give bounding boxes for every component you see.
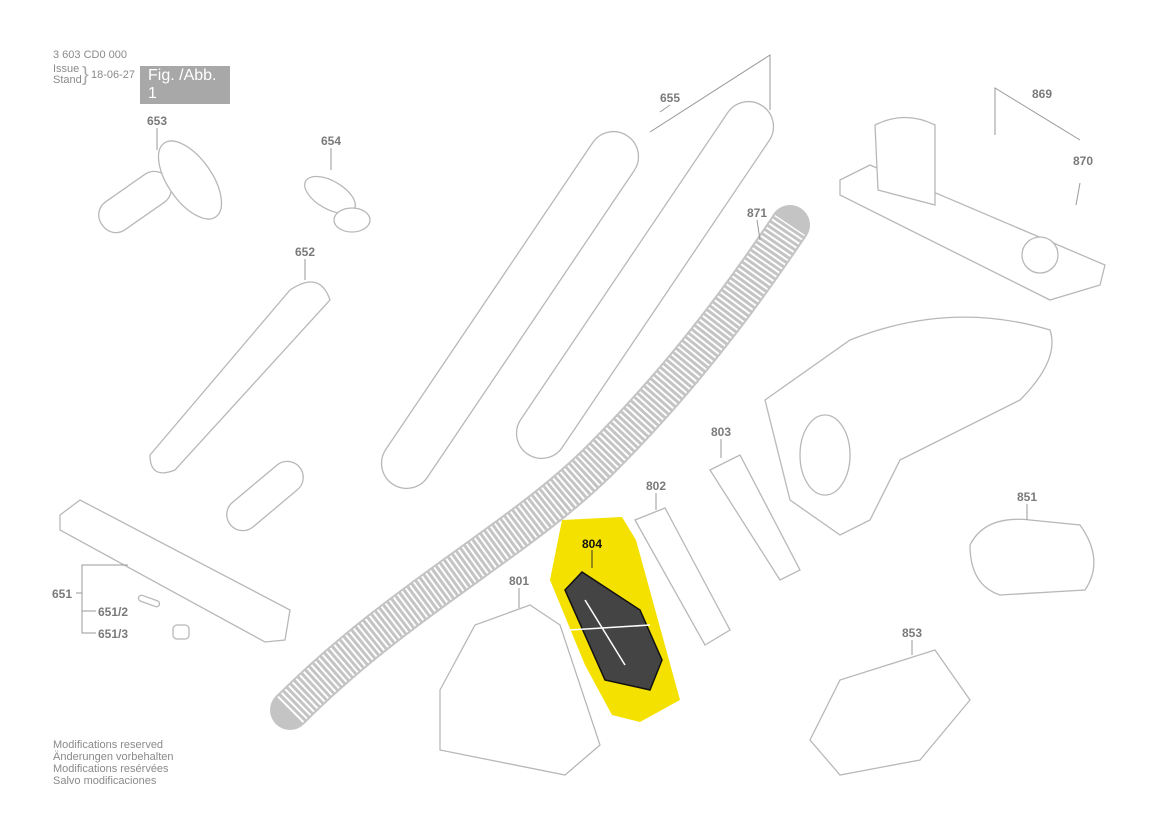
stand-label: Stand bbox=[53, 74, 82, 86]
label-801: 801 bbox=[509, 574, 529, 588]
note-line: Modifications reserved bbox=[53, 739, 164, 751]
part-655-extension-tubes[interactable] bbox=[372, 92, 783, 498]
vacuum-body[interactable] bbox=[764, 316, 1053, 536]
part-652-crevice-nozzle[interactable] bbox=[149, 281, 331, 474]
part-851-battery[interactable] bbox=[969, 518, 1095, 596]
part-853-charger[interactable] bbox=[809, 649, 971, 776]
part-802-pleated-filter[interactable] bbox=[634, 507, 731, 646]
issue-date: 18-06-27 bbox=[91, 69, 136, 81]
note-line: Salvo modificaciones bbox=[53, 775, 157, 787]
issue-label: Issue bbox=[53, 63, 80, 75]
label-870: 870 bbox=[1073, 154, 1093, 168]
part-871-hose[interactable] bbox=[270, 205, 810, 730]
document-number: 3 603 CD0 000 bbox=[53, 49, 127, 61]
note-line: Modifications resérvées bbox=[53, 763, 169, 775]
leader-lines bbox=[76, 54, 1081, 655]
brace: } bbox=[82, 64, 89, 86]
label-804: 804 bbox=[582, 537, 602, 551]
label-869: 869 bbox=[1032, 87, 1052, 101]
modification-notes: Modifications reserved Änderungen vorbeh… bbox=[53, 739, 173, 787]
label-803: 803 bbox=[711, 425, 731, 439]
figure-label: Fig. /Abb. 1 bbox=[140, 66, 230, 104]
part-651-floor-nozzle[interactable] bbox=[59, 455, 310, 643]
part-654-clip[interactable] bbox=[299, 169, 371, 233]
label-871: 871 bbox=[747, 206, 767, 220]
part-804-filter[interactable] bbox=[564, 550, 663, 691]
label-802: 802 bbox=[646, 479, 666, 493]
label-655: 655 bbox=[660, 91, 680, 105]
label-651-3: 651/3 bbox=[98, 627, 128, 641]
label-654: 654 bbox=[321, 134, 341, 148]
part-803-seal[interactable] bbox=[709, 454, 801, 581]
label-651-2: 651/2 bbox=[98, 605, 128, 619]
label-853: 853 bbox=[902, 626, 922, 640]
part-653-nozzle[interactable] bbox=[92, 131, 233, 239]
note-line: Änderungen vorbehalten bbox=[53, 751, 174, 763]
part-801-nozzle[interactable] bbox=[439, 604, 601, 776]
label-851: 851 bbox=[1017, 490, 1037, 504]
part-869-holder[interactable] bbox=[839, 116, 1106, 301]
label-653: 653 bbox=[147, 114, 167, 128]
label-651: 651 bbox=[52, 587, 72, 601]
label-652: 652 bbox=[295, 245, 315, 259]
